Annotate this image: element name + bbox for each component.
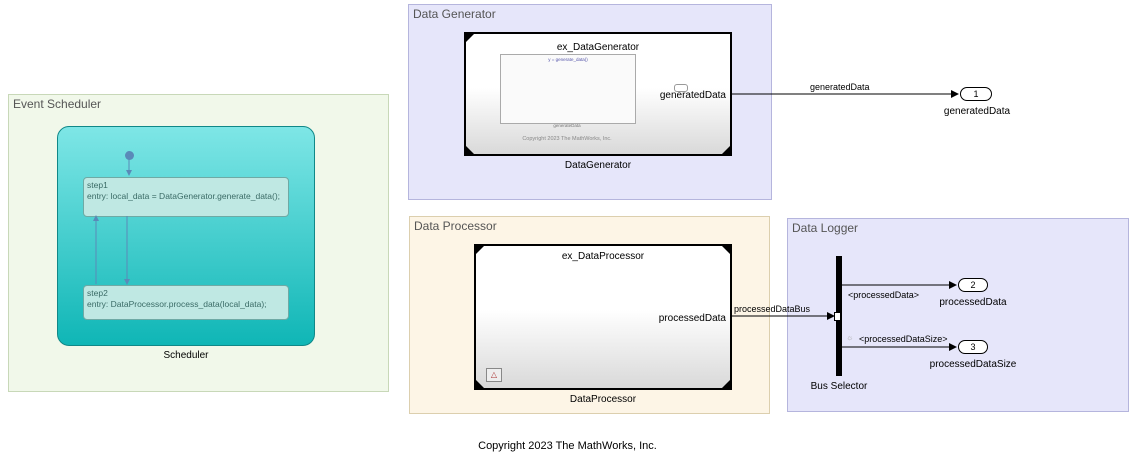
outport-name[interactable]: generatedData (943, 106, 1011, 117)
corner-marker (466, 146, 474, 154)
outport-name[interactable]: processedData (939, 297, 1007, 308)
signal-label[interactable]: processedDataBus (734, 304, 811, 314)
state-name: step2 (87, 288, 108, 298)
area-title: Data Processor (414, 219, 497, 233)
outport-1[interactable]: 1 (960, 87, 992, 101)
state-step2[interactable]: step2 entry: DataProcessor.process_data(… (83, 285, 289, 320)
copyright-footer: Copyright 2023 The MathWorks, Inc. (478, 440, 657, 452)
corner-marker (722, 380, 730, 388)
state-action: entry: DataProcessor.process_data(local_… (87, 299, 267, 309)
corner-marker (466, 34, 474, 42)
signal-label[interactable]: generatedData (810, 82, 870, 92)
outport-2[interactable]: 2 (958, 278, 988, 292)
thumbnail-copyright: Copyright 2023 The MathWorks, Inc. (522, 136, 612, 142)
thumbnail-function-text: y = generate_data() (548, 57, 588, 62)
area-title: Data Logger (792, 221, 859, 235)
corner-marker (722, 246, 730, 254)
model-name: ex_DataProcessor (561, 251, 645, 262)
area-title: Event Scheduler (13, 97, 102, 111)
corner-marker (476, 246, 484, 254)
state-name: step1 (87, 180, 108, 190)
signal-label[interactable]: <processedData> (848, 290, 920, 300)
bus-selector-label[interactable]: Bus Selector (810, 381, 868, 392)
data-processor-block[interactable]: ex_DataProcessor processedData △ (474, 244, 732, 390)
block-name[interactable]: DataGenerator (564, 160, 632, 171)
corner-marker (476, 380, 484, 388)
block-name[interactable]: DataProcessor (569, 394, 637, 405)
default-transition-dot (125, 151, 134, 160)
signal-label[interactable]: <processedDataSize> (859, 334, 948, 344)
data-generator-block[interactable]: ex_DataGenerator y = generate_data() gen… (464, 32, 732, 156)
outport-name[interactable]: processedDataSize (929, 359, 1017, 370)
state-step1[interactable]: step1 entry: local_data = DataGenerator.… (83, 177, 289, 217)
outport-3[interactable]: 3 (958, 340, 988, 354)
output-port-label: processedData (658, 313, 726, 324)
output-port-label: generatedData (659, 90, 726, 101)
inner-outport-icon (674, 84, 688, 92)
data-logger-area[interactable]: Data Logger (787, 218, 1129, 412)
state-action: entry: local_data = DataGenerator.genera… (87, 191, 281, 201)
thumbnail-caption: generateData (553, 123, 581, 128)
block-name[interactable]: Scheduler (163, 350, 209, 361)
corner-marker (722, 146, 730, 154)
area-title: Data Generator (413, 7, 496, 21)
scheduler-chart[interactable]: step1 entry: local_data = DataGenerator.… (57, 126, 315, 346)
model-thumbnail: y = generate_data() (500, 54, 636, 124)
model-name: ex_DataGenerator (556, 42, 640, 53)
model-reference-icon: △ (486, 368, 502, 382)
wifi-icon: ☼ (846, 333, 854, 342)
